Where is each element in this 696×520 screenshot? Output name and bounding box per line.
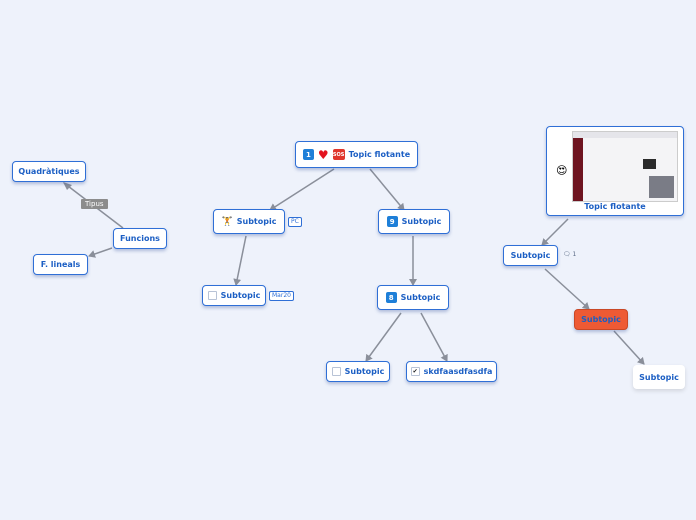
subtopic-left-child[interactable]: Subtopic — [202, 285, 266, 306]
subtopic-left[interactable]: 🏋 Subtopic — [213, 209, 285, 234]
connector-child-leaf-a — [366, 313, 401, 361]
connector-orange-plain — [614, 331, 644, 364]
topic-quadratiques-label: Quadràtiques — [18, 167, 79, 176]
subtopic-left-child-label: Subtopic — [221, 291, 261, 300]
tag-mar20: Mar20 — [269, 291, 294, 301]
leaf-skdfaasdfasdfa[interactable]: ✔ skdfaasdfasdfa — [406, 361, 497, 382]
subtopic-right-child-label: Subtopic — [401, 293, 441, 302]
subtopic-left-label: Subtopic — [237, 217, 277, 226]
connector-central-sub-right — [370, 169, 404, 210]
right-subtopic[interactable]: Subtopic — [503, 245, 558, 266]
priority-9-icon: 9 — [387, 216, 398, 227]
embedded-screenshot-image — [572, 131, 678, 202]
leaf-subtopic[interactable]: Subtopic — [326, 361, 390, 382]
floating-topic-label: Topic flotante — [584, 202, 645, 211]
connector-central-sub-left — [270, 169, 334, 210]
leaf-subtopic-label: Subtopic — [345, 367, 385, 376]
subtopic-right[interactable]: 9 Subtopic — [378, 209, 450, 234]
tag-pc: PC — [288, 217, 302, 227]
topic-lineals[interactable]: F. lineals — [33, 254, 88, 275]
leaf-skdfaasdfasdfa-label: skdfaasdfasdfa — [424, 367, 493, 376]
subtopic-right-label: Subtopic — [402, 217, 442, 226]
connector-funcions-lineals — [89, 248, 112, 256]
checkbox-icon[interactable] — [332, 367, 341, 376]
central-topic-label: Topic flotante — [349, 150, 410, 159]
subtopic-orange-label: Subtopic — [581, 315, 621, 324]
checkbox-icon[interactable] — [208, 291, 217, 300]
topic-funcions[interactable]: Funcions — [113, 228, 167, 249]
priority-8-icon: 8 — [386, 292, 397, 303]
subtopic-right-child[interactable]: 8 Subtopic — [377, 285, 449, 310]
connector-child-leaf-b — [421, 313, 447, 361]
comment-icon[interactable]: 🗨 1 — [563, 251, 576, 258]
checkbox-checked-icon[interactable]: ✔ — [411, 367, 420, 376]
subtopic-orange[interactable]: Subtopic — [574, 309, 628, 330]
heart-eyes-emoji-icon: 😍 — [556, 164, 567, 177]
topic-funcions-label: Funcions — [120, 234, 160, 243]
topic-quadratiques[interactable]: Quadràtiques — [12, 161, 86, 182]
central-topic[interactable]: 1 ♥ SOS Topic flotante — [295, 141, 418, 168]
subtopic-plain-label: Subtopic — [639, 373, 679, 382]
right-subtopic-label: Subtopic — [511, 251, 551, 260]
weightlifter-icon: 🏋 — [222, 217, 233, 227]
connector-sub-left-child — [236, 236, 246, 285]
relationship-label-tipus[interactable]: Tipus — [81, 199, 108, 209]
comment-count: 1 — [573, 251, 577, 258]
connector-floating-right-sub — [542, 219, 568, 245]
subtopic-plain[interactable]: Subtopic — [633, 365, 685, 389]
topic-lineals-label: F. lineals — [41, 260, 81, 269]
connector-right-sub-orange — [545, 269, 589, 309]
heart-icon: ♥ — [318, 149, 329, 161]
priority-1-icon: 1 — [303, 149, 314, 160]
sos-icon: SOS — [333, 149, 345, 160]
